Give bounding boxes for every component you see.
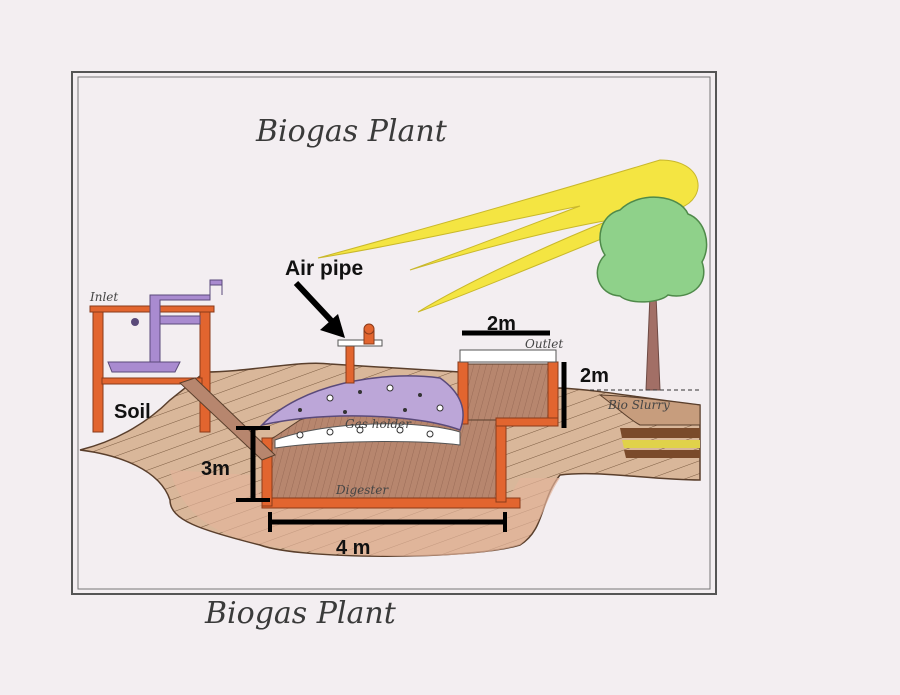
outlet-width-label: 2m — [487, 313, 516, 335]
bio-slurry-label: Bio Slurry — [607, 398, 670, 412]
height-dimension-label: 3m — [201, 458, 230, 480]
drawing-frame-inner — [77, 76, 711, 590]
soil-label: Soil — [114, 401, 151, 423]
air-pipe-label: Air pipe — [285, 257, 363, 280]
inlet-label: Inlet — [89, 290, 118, 304]
outlet-label: Outlet — [525, 337, 563, 351]
bottom-caption: Biogas Plant — [204, 596, 397, 631]
sun-rays — [317, 159, 699, 313]
gas-holder-dome — [259, 375, 464, 449]
dimension-lines — [236, 330, 567, 532]
tree — [596, 196, 708, 391]
diagram-title: Biogas Plant — [255, 114, 448, 149]
air-pipe-arrow — [293, 280, 345, 338]
gas-holder-label: Gas holder — [345, 417, 412, 431]
outlet-height-label: 2m — [580, 365, 609, 387]
digester-label: Digester — [335, 483, 389, 497]
bio-slurry-layers — [590, 389, 701, 458]
drawing-frame — [71, 71, 717, 595]
width-dimension-label: 4 m — [336, 537, 370, 559]
air-pipe — [337, 323, 383, 384]
